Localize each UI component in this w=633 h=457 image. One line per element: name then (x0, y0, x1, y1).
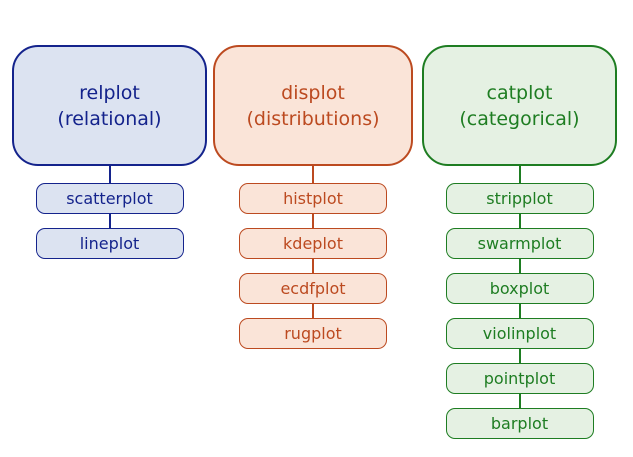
connector-line (518, 214, 521, 228)
catplot-parent-label: catplot (categorical) (459, 80, 579, 132)
node-rugplot-label: rugplot (284, 323, 342, 343)
node-swarmplot-label: swarmplot (477, 233, 562, 253)
connector-line (312, 259, 314, 273)
node-lineplot-label: lineplot (79, 233, 140, 253)
connector-line (518, 349, 521, 363)
catplot-parent-box: catplot (categorical) (422, 45, 617, 166)
node-pointplot: pointplot (445, 363, 594, 394)
column-displot: displot (distributions) histplot kdeplot… (213, 45, 413, 349)
relplot-parent-label: relplot (relational) (57, 80, 161, 132)
node-barplot: barplot (445, 408, 594, 439)
node-ecdfplot: ecdfplot (239, 273, 387, 304)
node-swarmplot: swarmplot (445, 228, 594, 259)
column-catplot: catplot (categorical) stripplot swarmplo… (422, 45, 617, 439)
node-stripplot: stripplot (445, 183, 594, 214)
relplot-title: relplot (79, 81, 140, 104)
node-kdeplot: kdeplot (239, 228, 387, 259)
connector-line (518, 304, 521, 318)
connector-line (108, 214, 111, 228)
connector-line (312, 166, 314, 183)
node-rugplot: rugplot (239, 318, 387, 349)
connector-line (518, 166, 521, 183)
displot-title: displot (281, 81, 345, 104)
catplot-title: catplot (486, 81, 553, 104)
node-pointplot-label: pointplot (483, 368, 556, 388)
displot-subtitle: (distributions) (246, 107, 380, 130)
node-kdeplot-label: kdeplot (283, 233, 343, 253)
connector-line (312, 214, 314, 228)
node-histplot-label: histplot (283, 188, 343, 208)
node-ecdfplot-label: ecdfplot (280, 278, 346, 298)
connector-line (518, 394, 521, 408)
node-lineplot: lineplot (35, 228, 184, 259)
relplot-parent-box: relplot (relational) (12, 45, 207, 166)
catplot-subtitle: (categorical) (459, 107, 580, 130)
column-relplot: relplot (relational) scatterplot lineplo… (12, 45, 207, 259)
displot-parent-box: displot (distributions) (213, 45, 413, 166)
connector-line (312, 304, 314, 318)
relplot-subtitle: (relational) (57, 107, 162, 130)
node-histplot: histplot (239, 183, 387, 214)
node-violinplot-label: violinplot (482, 323, 557, 343)
node-barplot-label: barplot (490, 413, 549, 433)
connector-line (518, 259, 521, 273)
node-scatterplot: scatterplot (35, 183, 184, 214)
node-boxplot: boxplot (445, 273, 594, 304)
displot-parent-label: displot (distributions) (247, 80, 380, 132)
connector-line (108, 166, 111, 183)
node-boxplot-label: boxplot (489, 278, 550, 298)
node-scatterplot-label: scatterplot (66, 188, 153, 208)
node-violinplot: violinplot (445, 318, 594, 349)
node-stripplot-label: stripplot (486, 188, 553, 208)
